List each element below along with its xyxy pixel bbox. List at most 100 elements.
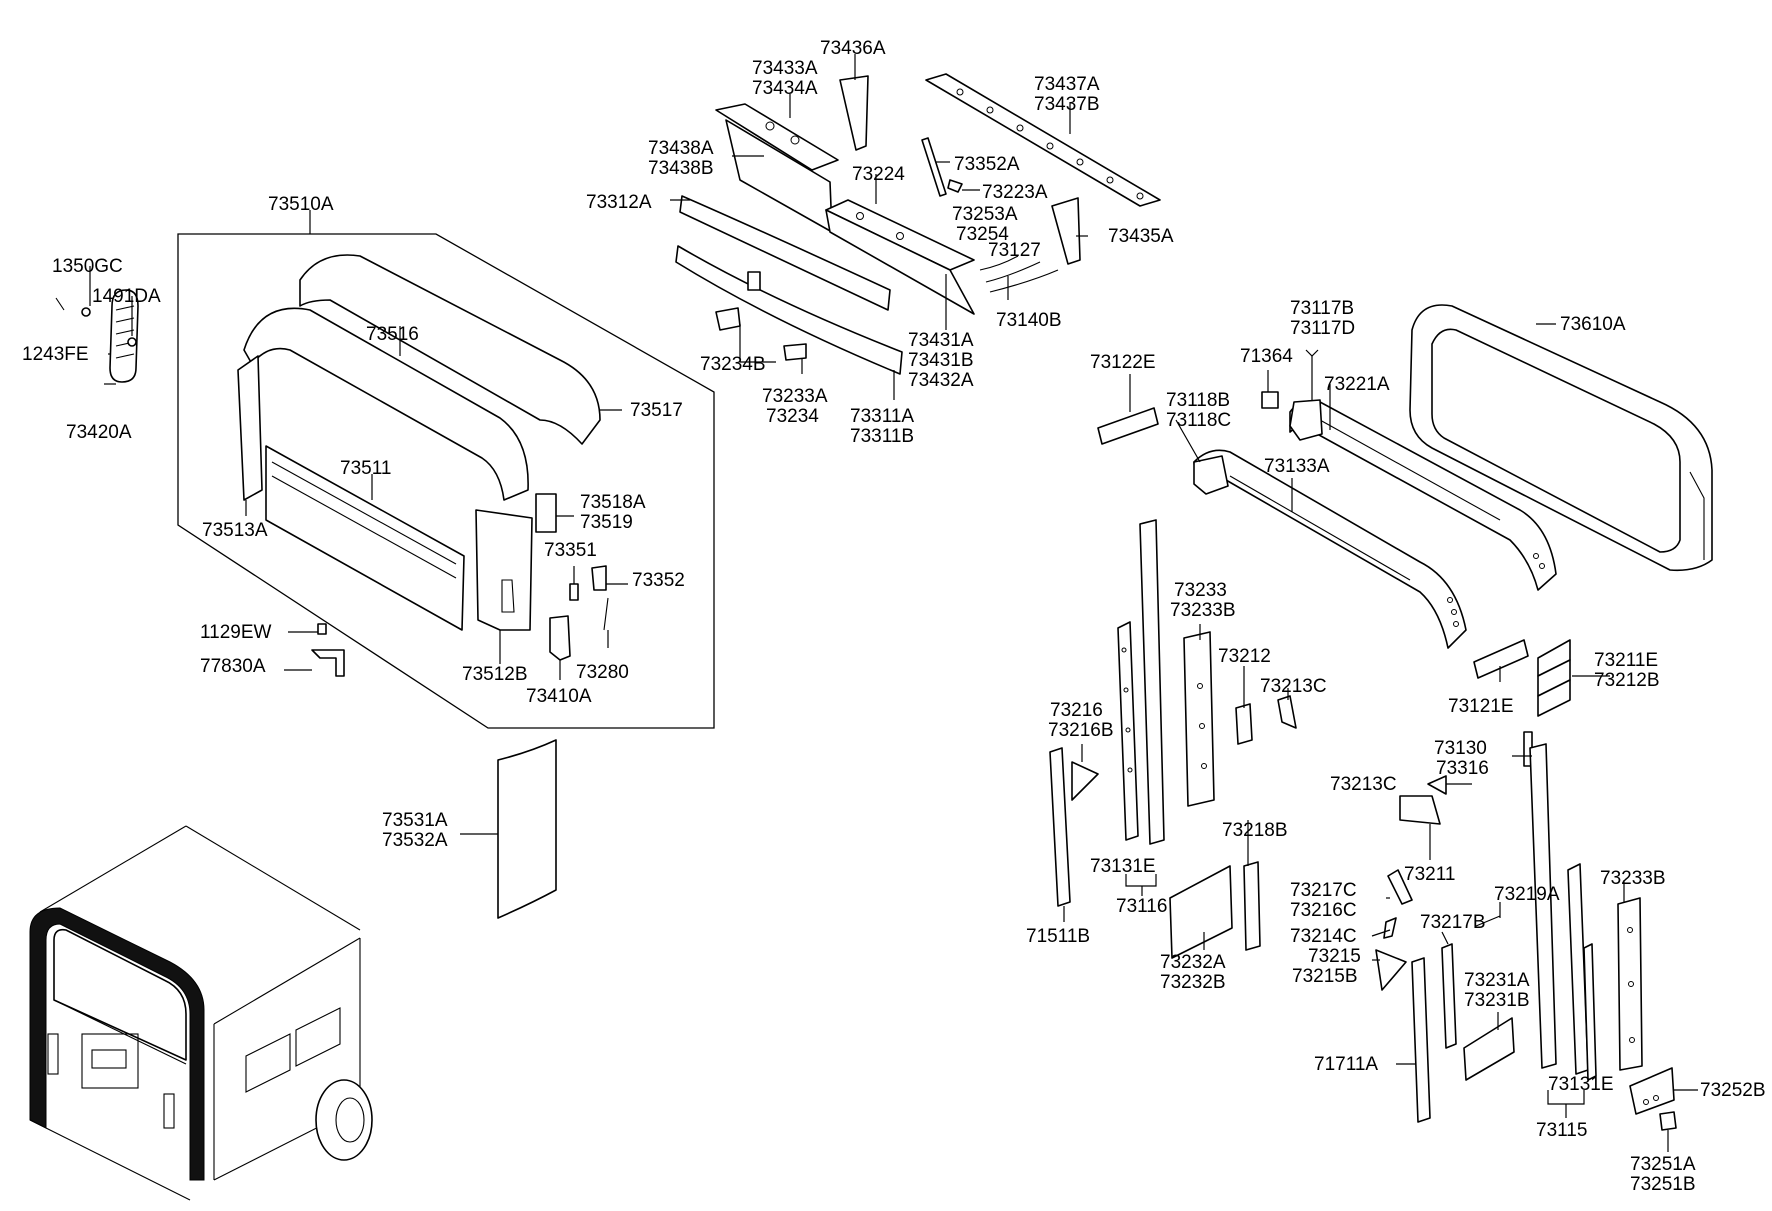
label-73512B: 73512B xyxy=(462,664,528,685)
label-77830A: 77830A xyxy=(200,656,266,677)
label-73117D: 73117D xyxy=(1290,318,1355,339)
pillar-group-73116 xyxy=(1049,519,1297,959)
label-73131E-left: 73131E xyxy=(1090,856,1156,877)
label-73216B: 73216B xyxy=(1048,720,1114,741)
part-73140B xyxy=(989,269,1059,293)
label-73211: 73211 xyxy=(1404,864,1455,885)
part-73232A-plate xyxy=(1169,865,1233,959)
label-73218B: 73218B xyxy=(1222,820,1288,841)
label-73253A: 73253A xyxy=(952,204,1018,225)
label-73233: 73233 xyxy=(1174,580,1227,601)
part-73512B-pillar xyxy=(475,509,533,631)
label-73215: 73215 xyxy=(1308,946,1361,967)
part-73122E-block xyxy=(1097,407,1159,445)
part-73212 xyxy=(1235,703,1253,745)
part-1243FE-screw xyxy=(55,297,65,311)
label-73216: 73216 xyxy=(1050,700,1103,721)
part-73251A xyxy=(1659,1111,1677,1131)
label-73352A: 73352A xyxy=(954,154,1020,175)
leader-lines xyxy=(89,54,1698,1152)
label-73219A: 73219A xyxy=(1494,884,1560,905)
label-73311B: 73311B xyxy=(850,426,914,447)
part-71511B-strip xyxy=(1049,747,1071,907)
part-73216B-plate xyxy=(1071,761,1099,801)
part-73211 xyxy=(1399,795,1441,825)
label-1243FE: 1243FE xyxy=(22,344,89,365)
label-73221A: 73221A xyxy=(1324,374,1390,395)
rear-door-frame-73610A xyxy=(1409,304,1713,572)
label-73438B: 73438B xyxy=(648,158,714,179)
label-73217C: 73217C xyxy=(1290,880,1357,901)
label-73223A: 73223A xyxy=(982,182,1048,203)
label-73254: 73254 xyxy=(956,224,1009,245)
label-71511B: 71511B xyxy=(1026,926,1090,947)
label-73251B: 73251B xyxy=(1630,1174,1696,1195)
part-73217B-strip xyxy=(1441,943,1457,1049)
part-73223A xyxy=(947,179,963,193)
label-73116: 73116 xyxy=(1116,896,1167,917)
part-73127 xyxy=(985,261,1041,283)
part-73435A xyxy=(1051,197,1081,265)
part-73234B xyxy=(715,307,741,331)
label-73610A: 73610A xyxy=(1560,314,1626,335)
part-labels: 73436A 73433A 73434A 73437A 73437B 73438… xyxy=(22,38,1766,1195)
label-71364: 71364 xyxy=(1240,346,1293,367)
label-73131E-right: 73131E xyxy=(1548,1074,1614,1095)
right-small-parts xyxy=(1375,731,1677,1131)
left-hardware xyxy=(55,289,345,677)
part-1129EW-bolt xyxy=(317,623,327,635)
part-73213C-top xyxy=(1277,695,1297,729)
label-73115: 73115 xyxy=(1536,1120,1587,1141)
label-73118B: 73118B xyxy=(1166,390,1230,411)
label-73531A: 73531A xyxy=(382,810,448,831)
label-73233B-mid: 73233B xyxy=(1170,600,1236,621)
label-73510A: 73510A xyxy=(268,194,334,215)
label-73420A: 73420A xyxy=(66,422,132,443)
label-73311A: 73311A xyxy=(850,406,914,427)
label-73232B: 73232B xyxy=(1160,972,1226,993)
part-1350GC-washer xyxy=(81,307,91,317)
part-73211E-stack xyxy=(1537,639,1571,717)
label-71711A: 71711A xyxy=(1314,1054,1378,1075)
label-73234B: 73234B xyxy=(700,354,766,375)
label-73518A: 73518A xyxy=(580,492,646,513)
part-73233-plate xyxy=(1183,631,1215,807)
label-73118C: 73118C xyxy=(1166,410,1231,431)
label-73212: 73212 xyxy=(1218,646,1271,667)
part-73511-panel xyxy=(265,445,465,631)
part-73312A-rail xyxy=(679,195,891,311)
label-73431B: 73431B xyxy=(908,350,974,371)
part-71364-bracket xyxy=(1261,391,1279,409)
label-1491DA: 1491DA xyxy=(92,286,161,307)
label-73213C-mid: 73213C xyxy=(1330,774,1397,795)
rail-73133A xyxy=(1193,449,1467,649)
part-1491DA-nut xyxy=(127,337,137,347)
part-73352 xyxy=(591,565,607,591)
part-73351 xyxy=(569,583,579,601)
label-73431A: 73431A xyxy=(908,330,974,351)
label-73437B: 73437B xyxy=(1034,94,1100,115)
part-71711A-strip xyxy=(1411,957,1431,1123)
label-73133A: 73133A xyxy=(1264,456,1330,477)
label-73352: 73352 xyxy=(632,570,685,591)
part-73121E-block xyxy=(1473,639,1529,679)
label-73316: 73316 xyxy=(1436,758,1489,779)
label-73213C-top: 73213C xyxy=(1260,676,1327,697)
label-73436A: 73436A xyxy=(820,38,886,59)
label-73214C: 73214C xyxy=(1290,926,1357,947)
label-73224: 73224 xyxy=(852,164,905,185)
label-1350GC: 1350GC xyxy=(52,256,123,277)
part-73352A xyxy=(921,137,947,197)
part-73433A-panel xyxy=(715,103,839,171)
label-73410A: 73410A xyxy=(526,686,592,707)
label-73513A: 73513A xyxy=(202,520,268,541)
part-73311A-rail xyxy=(675,245,903,375)
part-73215-plate xyxy=(1375,949,1407,991)
label-73516: 73516 xyxy=(366,324,419,345)
label-73532A: 73532A xyxy=(382,830,448,851)
part-73214C xyxy=(1383,917,1397,939)
label-73433A: 73433A xyxy=(752,58,818,79)
part-73610A-seal-illustration xyxy=(29,907,205,1181)
label-73435A: 73435A xyxy=(1108,226,1174,247)
